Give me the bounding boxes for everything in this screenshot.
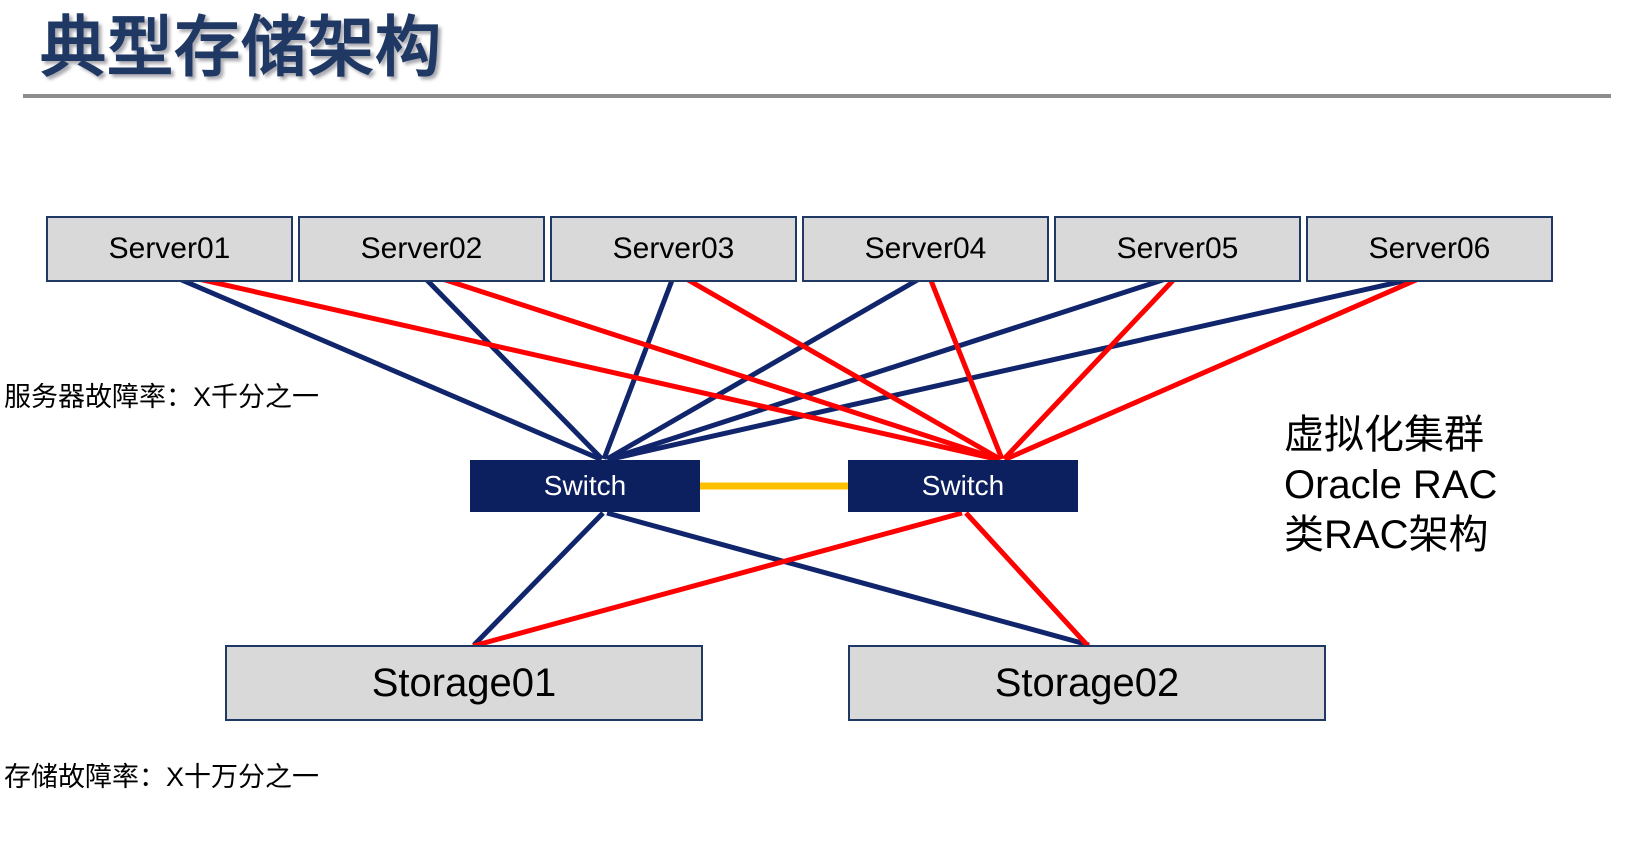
link-server05-switch01 — [608, 272, 1179, 462]
link-server04-switch01 — [605, 272, 928, 462]
node-server04-label: Server04 — [864, 232, 987, 265]
link-server06-switch02 — [1004, 270, 1434, 462]
node-server02-label: Server02 — [360, 232, 483, 265]
link-server06-switch01 — [610, 272, 1431, 462]
node-server01-label: Server01 — [108, 232, 231, 265]
link-switch01-storage02 — [606, 510, 1090, 648]
links-to-switch-02 — [171, 270, 1434, 462]
link-server04-switch02 — [925, 272, 1005, 460]
page-title: 典型存储架构 — [40, 10, 442, 84]
title-divider — [23, 94, 1611, 98]
node-server03-label: Server03 — [612, 232, 735, 265]
link-server01-switch02 — [171, 270, 997, 462]
node-switch-02[interactable]: Switch — [848, 460, 1078, 512]
node-server03[interactable]: Server03 — [550, 216, 797, 282]
links-switch01-storage — [472, 510, 1090, 648]
node-server06-label: Server06 — [1368, 232, 1491, 265]
node-switch-02-label: Switch — [921, 470, 1005, 501]
node-switch-01[interactable]: Switch — [470, 460, 700, 512]
link-server03-switch01 — [601, 274, 677, 460]
link-switch02-storage01 — [472, 510, 963, 649]
node-storage01[interactable]: Storage01 — [225, 645, 703, 721]
link-server03-switch02 — [674, 270, 1002, 462]
node-storage02-label: Storage02 — [994, 660, 1180, 705]
node-server01[interactable]: Server01 — [46, 216, 293, 282]
link-switch02-storage02 — [964, 511, 1090, 648]
architecture-note-line-1: 虚拟化集群 — [1284, 413, 1484, 457]
node-storage01-label: Storage01 — [371, 660, 557, 705]
node-server04[interactable]: Server04 — [802, 216, 1049, 282]
link-server05-switch02 — [1002, 271, 1182, 461]
node-server02[interactable]: Server02 — [298, 216, 545, 282]
node-server06[interactable]: Server06 — [1306, 216, 1553, 282]
node-storage02[interactable]: Storage02 — [848, 645, 1326, 721]
link-server01-switch01 — [169, 272, 601, 462]
links-to-switch-01 — [169, 272, 1431, 462]
link-server02-switch02 — [423, 270, 999, 462]
architecture-note-line-3: 类RAC架构 — [1284, 513, 1489, 557]
architecture-note: 虚拟化集群 Oracle RAC 类RAC架构 — [1284, 410, 1497, 560]
node-server05-label: Server05 — [1116, 232, 1239, 265]
links-switch02-storage — [472, 510, 1090, 649]
architecture-note-line-2: Oracle RAC — [1284, 463, 1498, 507]
annotation-server-failure-rate: 服务器故障率：X千分之一 — [4, 382, 320, 412]
node-switch-01-label: Switch — [543, 470, 627, 501]
link-server02-switch01 — [420, 273, 604, 461]
link-switch01-storage01 — [472, 511, 605, 647]
annotation-storage-failure-rate: 存储故障率：X十万分之一 — [4, 762, 320, 792]
node-server05[interactable]: Server05 — [1054, 216, 1301, 282]
